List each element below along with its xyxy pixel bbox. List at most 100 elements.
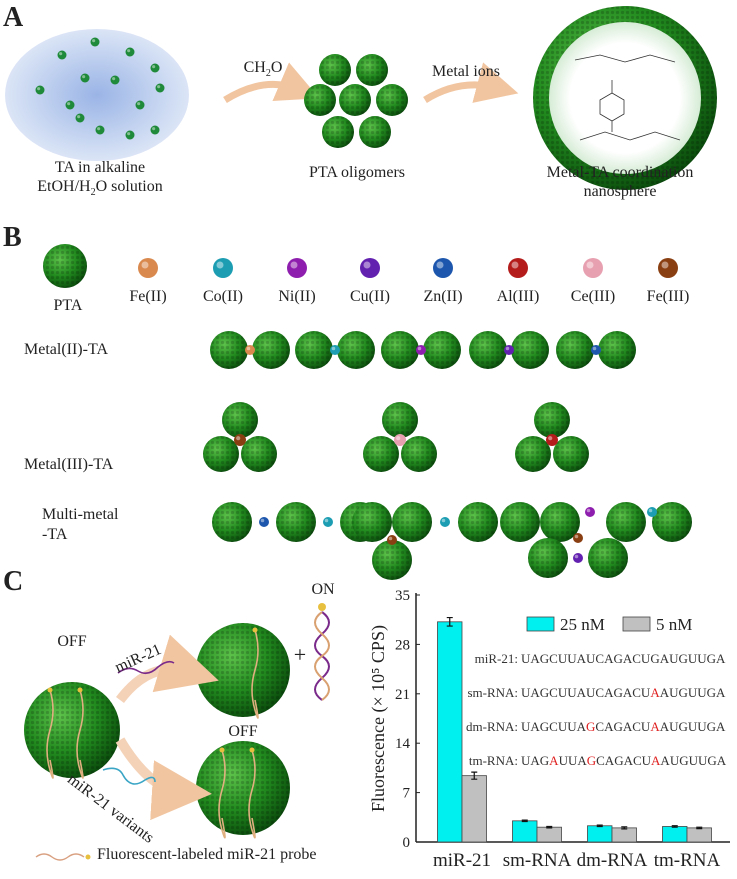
probe-legend-dot [85, 854, 91, 860]
metal-ion [245, 345, 255, 355]
ion-body [433, 258, 453, 278]
ion-body [234, 434, 246, 446]
pta-sphere [24, 682, 120, 778]
sphere-texture [337, 331, 375, 369]
metal-ion [330, 345, 340, 355]
ion-body [591, 345, 601, 355]
ion-body [416, 345, 426, 355]
metal-ion [658, 258, 678, 278]
ion-highlight [152, 127, 156, 131]
sequence: UAGCUUAUCAGACUGAUGUUGA [521, 651, 726, 666]
pta-sphere [43, 244, 87, 288]
nanosphere-core [549, 22, 701, 174]
base: C [549, 685, 558, 700]
base: C [595, 651, 604, 666]
metal-ion [546, 434, 558, 446]
x-tick-label: miR-21 [433, 850, 491, 871]
ion-highlight [141, 261, 149, 269]
sphere-texture [540, 502, 580, 542]
metal-ions-label: Metal ions [432, 63, 500, 80]
sphere-texture [401, 436, 437, 472]
base: A [604, 719, 614, 734]
base: U [641, 651, 651, 666]
pta-sphere [252, 331, 290, 369]
sequence: UAGAUUAGCAGACUAAUGUUGA [521, 753, 727, 768]
base: C [596, 753, 605, 768]
pta-sphere [553, 436, 589, 472]
sequence-name: miR-21: [475, 651, 518, 666]
panel-label-b: B [3, 222, 22, 253]
fluorophore [219, 747, 225, 753]
sphere-texture [528, 538, 568, 578]
base: U [586, 685, 596, 700]
mirna-strand [117, 660, 175, 675]
base: G [707, 685, 716, 700]
fluorophore-on [318, 603, 326, 611]
ion-body [110, 75, 120, 85]
sphere-texture [322, 116, 354, 148]
base: C [632, 719, 641, 734]
ion-highlight [216, 261, 224, 269]
solution-label-line1: TA in alkaline [54, 159, 146, 176]
arrow-ch2o [223, 62, 320, 103]
ion-highlight [586, 508, 591, 513]
probe-strand [76, 689, 84, 779]
sphere-texture [24, 682, 120, 778]
metal-ion [440, 517, 450, 527]
bar-5nM-miR-21 [461, 775, 487, 843]
y-tick-label: 21 [395, 687, 410, 703]
solution-ellipse [5, 29, 189, 161]
ion-highlight [127, 49, 131, 53]
pta-sphere [458, 502, 498, 542]
pta-sphere [500, 502, 540, 542]
ion-highlight [97, 127, 101, 131]
metal-ion [585, 507, 595, 517]
ion-body [150, 125, 160, 135]
error-bar [596, 824, 603, 828]
base: U [521, 685, 531, 700]
ion-highlight [388, 536, 393, 541]
legend-label: 25 nM [560, 615, 605, 634]
metal-ion [504, 345, 514, 355]
pta-sphere [540, 502, 580, 542]
bar-25nM-tm-RNA [662, 826, 688, 843]
metal-ion [394, 434, 406, 446]
base: A [577, 719, 587, 734]
metal-ion [125, 47, 135, 57]
probe-strand [251, 629, 259, 719]
base: U [697, 651, 707, 666]
pta-sphere [372, 540, 412, 580]
base: G [613, 685, 622, 700]
base: U [688, 685, 698, 700]
pta-sphere [598, 331, 636, 369]
base: A [651, 753, 661, 768]
sequence-name: sm-RNA: [467, 685, 518, 700]
base: G [587, 753, 596, 768]
pta-sphere [356, 54, 388, 86]
y-axis-label: Fluorescence (× 10⁵ CPS) [368, 625, 389, 812]
base: U [586, 651, 596, 666]
x-tick-label: dm-RNA [577, 850, 648, 871]
pta-sphere [337, 331, 375, 369]
row-label-metal2: Metal(II)-TA [24, 341, 109, 358]
base: C [549, 719, 558, 734]
pta-sphere [196, 741, 290, 835]
base: U [641, 719, 651, 734]
ion-highlight [396, 436, 401, 441]
metal-label: Cu(II) [350, 288, 390, 305]
pta-sphere [339, 84, 371, 116]
ion-highlight [82, 75, 86, 79]
base: A [530, 685, 540, 700]
metal-ion [110, 75, 120, 85]
sphere-texture [359, 116, 391, 148]
base: G [678, 719, 687, 734]
base: U [697, 719, 707, 734]
base: U [669, 651, 679, 666]
sphere-texture [295, 331, 333, 369]
base: A [530, 651, 540, 666]
sphere-texture [222, 402, 258, 438]
ion-body [259, 517, 269, 527]
error-bar [521, 819, 528, 823]
